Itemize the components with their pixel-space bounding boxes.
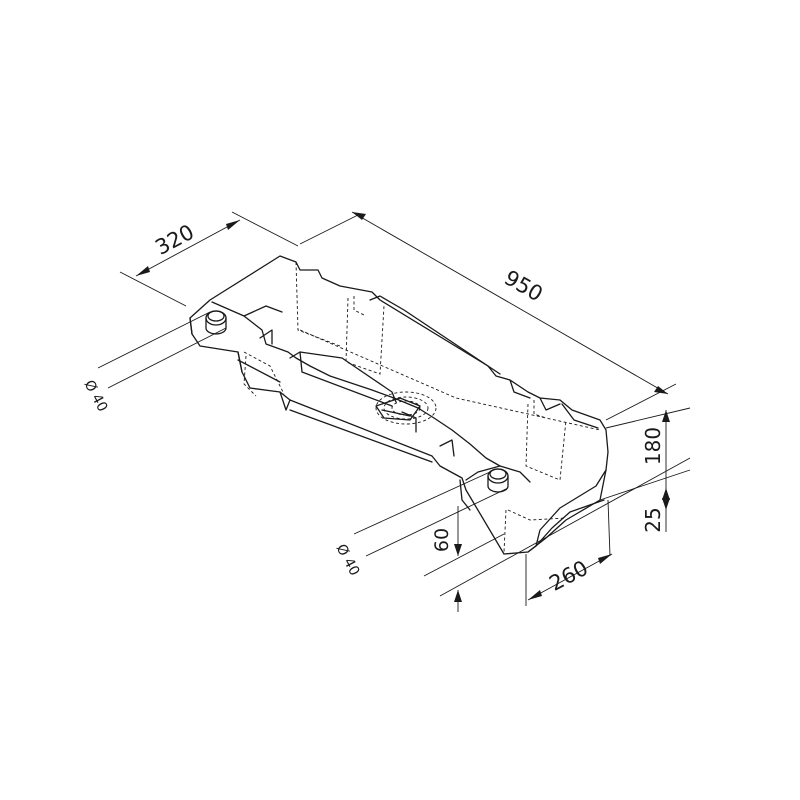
- tank-body: [189, 255, 609, 555]
- dim-180: 180: [605, 407, 691, 510]
- dim-25: 25: [439, 457, 691, 597]
- dim-label-25: 25: [641, 507, 665, 532]
- filler-cap-icon: [375, 391, 437, 425]
- dim-60: 60: [423, 506, 505, 612]
- dim-label-180: 180: [641, 427, 665, 465]
- dim-label-diameter-left: Ø 40: [81, 378, 111, 415]
- dim-label-260: 260: [545, 556, 592, 596]
- dim-label-320: 320: [151, 220, 198, 260]
- dim-label-950: 950: [500, 266, 547, 307]
- dim-label-diameter-right: Ø 40: [333, 542, 363, 579]
- dim-label-60: 60: [431, 528, 453, 552]
